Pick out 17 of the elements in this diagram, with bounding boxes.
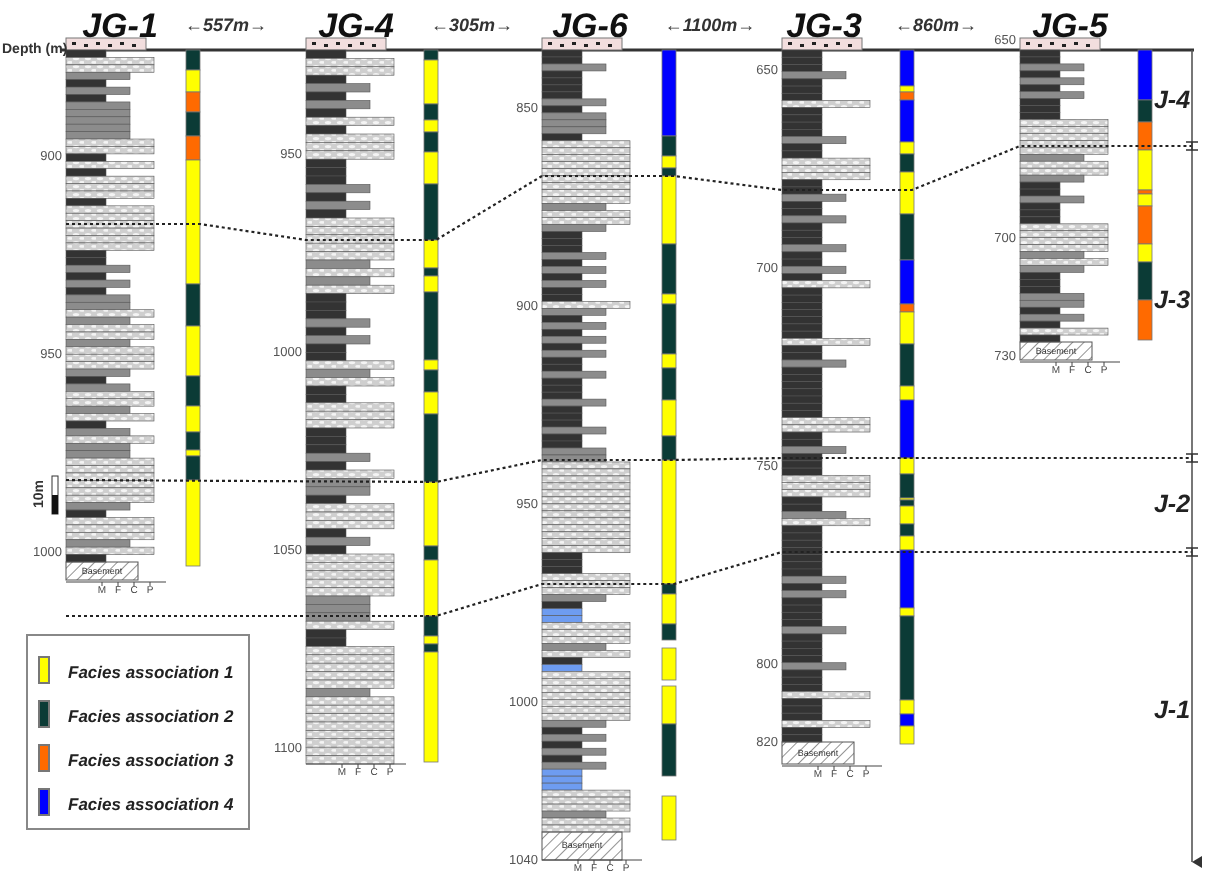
- legend-text: Facies association 4: [68, 794, 234, 814]
- well-name: JG-1: [82, 9, 158, 43]
- distance-label: ←1100m→: [664, 17, 756, 35]
- well-name: JG-4: [318, 9, 394, 43]
- unit-label: J-2: [1153, 491, 1191, 517]
- legend-text: Facies association 2: [68, 706, 234, 726]
- well-name: JG-6: [552, 9, 628, 43]
- distance-label: ←860m→: [894, 17, 978, 35]
- distance-label: ←305m→: [430, 17, 514, 35]
- well-name: JG-3: [786, 9, 862, 43]
- legend-text: Facies association 3: [68, 750, 234, 770]
- unit-label: J-3: [1153, 287, 1191, 313]
- unit-label: J-1: [1153, 697, 1191, 723]
- well-name: JG-5: [1032, 9, 1108, 43]
- legend-text: Facies association 1: [68, 662, 234, 682]
- distance-label: ←557m→: [184, 17, 268, 35]
- unit-label: J-4: [1153, 87, 1191, 113]
